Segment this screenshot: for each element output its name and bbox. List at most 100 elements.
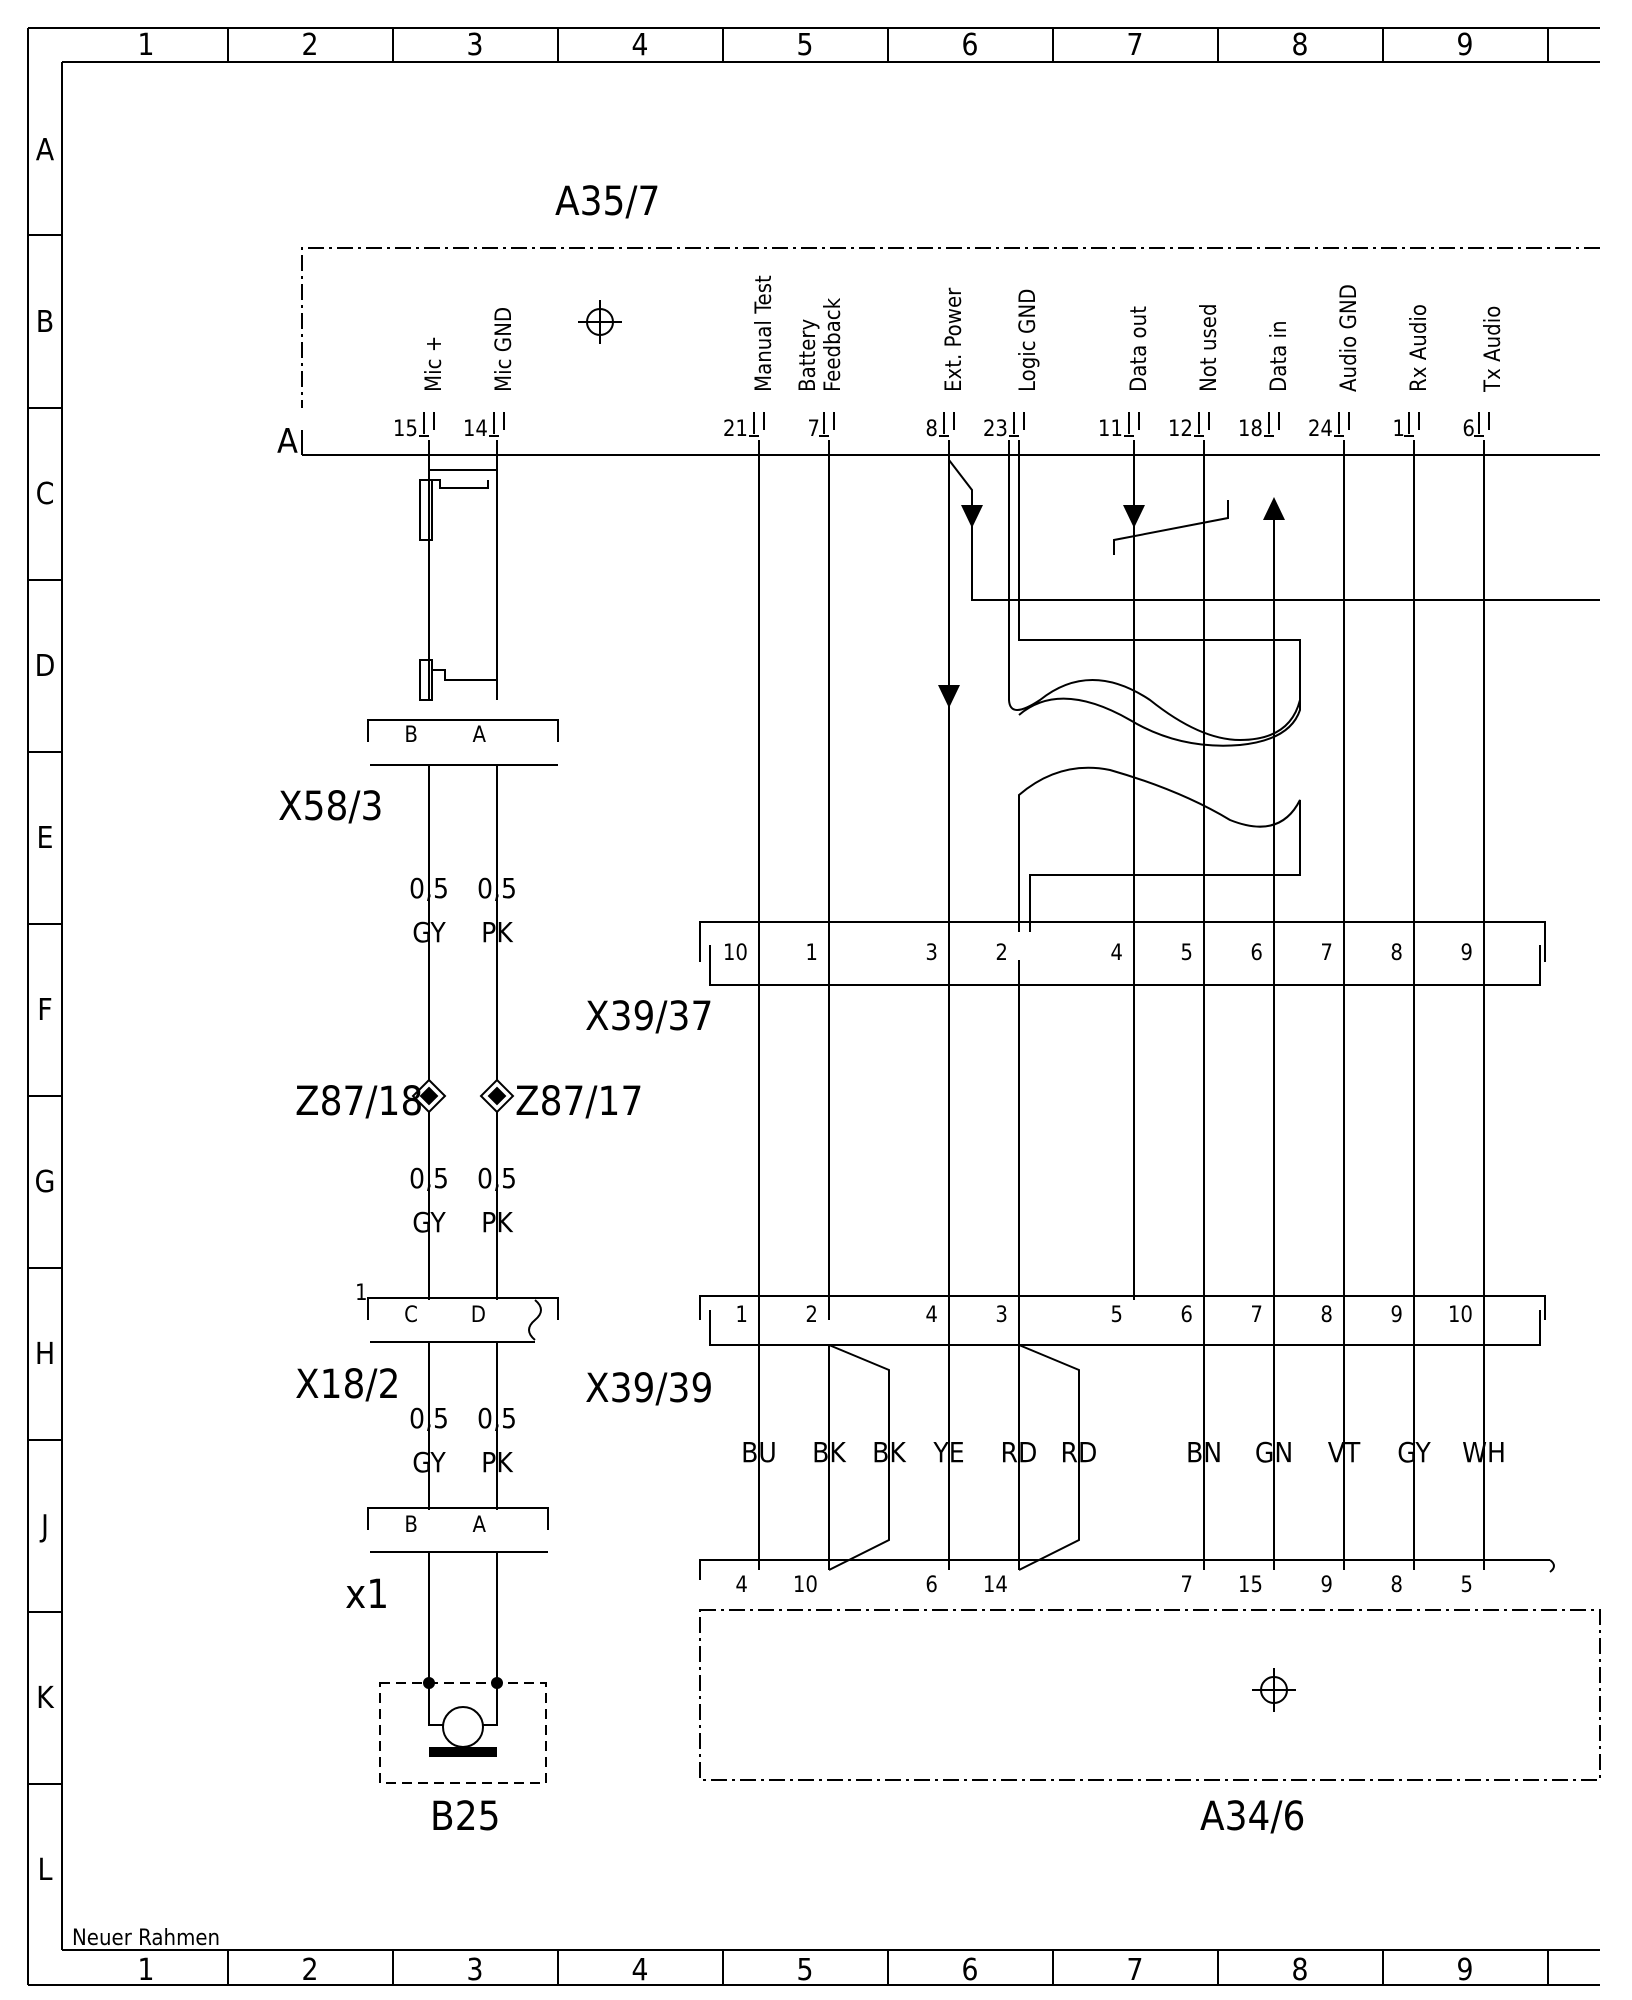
wire-size: 0,5: [477, 872, 517, 905]
pin-number: 1: [1392, 417, 1405, 442]
pin-number: 6: [1250, 941, 1263, 966]
a35-7-ground-icon: [578, 300, 622, 344]
wire-size: 0,5: [477, 1402, 517, 1435]
column-label: 2: [301, 1953, 318, 1988]
pin-number: 5: [1460, 1573, 1473, 1598]
component-x58-3-label: X58/3: [278, 784, 383, 830]
pin-number: 10: [1448, 1303, 1473, 1328]
column-label: 7: [1126, 28, 1143, 63]
column-label: 3: [466, 28, 483, 63]
footer-note: Neuer Rahmen: [72, 1926, 220, 1951]
a34-6-connector: [700, 1560, 1600, 1780]
wire-color: GN: [1255, 1436, 1293, 1469]
pin-number: 7: [807, 417, 820, 442]
a34-6-ground-icon: [1252, 1668, 1296, 1712]
pin-number: 7: [1180, 1573, 1193, 1598]
pin-number: 9: [1320, 1573, 1333, 1598]
pin-letter: C: [404, 1303, 418, 1328]
column-label: 1: [137, 1953, 154, 1988]
signal-label: Feedback: [821, 297, 846, 392]
signal-label: Logic GND: [1016, 289, 1041, 392]
wire-color: GY: [412, 1206, 446, 1239]
pin-number: 4: [925, 1303, 938, 1328]
wire-color: BK: [872, 1436, 907, 1469]
bus-wires: [759, 440, 1600, 1570]
mic-wires: [368, 440, 558, 1683]
x39-39-connector: [700, 1296, 1545, 1570]
a35-7-connector-letter: A: [277, 422, 298, 462]
a34-6-pin-numbers: 4 10 6 14 7 15 9 8 5: [735, 1573, 1473, 1598]
pin-number: 5: [1110, 1303, 1123, 1328]
row-label: K: [36, 1681, 55, 1716]
component-a34-6-label: A34/6: [1200, 1794, 1305, 1840]
column-label: 1: [137, 28, 154, 63]
signal-label: Battery: [796, 318, 821, 392]
pin-number: 9: [1390, 1303, 1403, 1328]
column-label: 3: [466, 1953, 483, 1988]
pin-number: 5: [1180, 941, 1193, 966]
sheet-frame: [28, 28, 1600, 1985]
column-label: 4: [631, 28, 648, 63]
wire-color: GY: [412, 916, 446, 949]
wire-color: BK: [812, 1436, 847, 1469]
row-label: B: [36, 305, 55, 340]
pin-number: 2: [805, 1303, 818, 1328]
pin-letter: D: [471, 1303, 486, 1328]
pin-letter: B: [404, 1513, 418, 1538]
column-labels-bottom: 1 2 3 4 5 6 7 8 9: [137, 1953, 1473, 1988]
pin-number: 6: [1180, 1303, 1193, 1328]
wire-color: VT: [1328, 1436, 1361, 1469]
pin-number: 23: [983, 417, 1008, 442]
column-labels-top: 1 2 3 4 5 6 7 8 9: [137, 28, 1473, 63]
a35-7-signal-names: Mic + Mic GND Manual Test Battery Feedba…: [422, 275, 1506, 393]
row-labels: A B C D E F G H J K L: [35, 133, 56, 1888]
mic-connector-pins: B A C D B A: [404, 723, 486, 1538]
column-label: 8: [1291, 28, 1308, 63]
wire-color: PK: [481, 1446, 514, 1479]
pin-number: 11: [1098, 417, 1123, 442]
signal-label: Tx Audio: [1481, 306, 1506, 393]
pin-number: 14: [983, 1573, 1008, 1598]
component-b25-label: B25: [430, 1794, 500, 1840]
row-label: H: [35, 1337, 55, 1372]
signal-label: Not used: [1197, 303, 1222, 392]
pin-letter: A: [472, 723, 486, 748]
component-x18-2-label: X18/2: [295, 1362, 400, 1408]
wire-color: PK: [481, 1206, 514, 1239]
pin-number: 9: [1460, 941, 1473, 966]
wire-color: WH: [1462, 1436, 1506, 1469]
pin-number: 12: [1168, 417, 1193, 442]
row-label: E: [36, 821, 53, 856]
pin-number: 8: [925, 417, 938, 442]
wire-color: GY: [412, 1446, 446, 1479]
row-label: A: [36, 133, 55, 168]
pin-letter: B: [404, 723, 418, 748]
wire-color: YE: [932, 1436, 964, 1469]
pin-number: 8: [1320, 1303, 1333, 1328]
wire-color: RD: [1001, 1436, 1038, 1469]
column-label: 5: [796, 28, 813, 63]
component-a35-7-label: A35/7: [555, 179, 660, 225]
column-label: 6: [961, 28, 978, 63]
pin-number: 1: [805, 941, 818, 966]
signal-label: Audio GND: [1337, 284, 1362, 392]
column-label: 6: [961, 1953, 978, 1988]
signal-label: Rx Audio: [1407, 304, 1432, 392]
wire-size: 0,5: [409, 872, 449, 905]
column-label: 7: [1126, 1953, 1143, 1988]
wire-color: RD: [1061, 1436, 1098, 1469]
pin-letter: A: [472, 1513, 486, 1538]
pin-number: 4: [735, 1573, 748, 1598]
signal-label: Mic GND: [492, 307, 517, 392]
pin-number: 14: [463, 417, 488, 442]
pin-number: 18: [1238, 417, 1263, 442]
pin-number: 7: [1320, 941, 1333, 966]
row-label: C: [36, 477, 55, 512]
pin-number: 7: [1250, 1303, 1263, 1328]
wire-color: BU: [741, 1436, 777, 1469]
column-label: 5: [796, 1953, 813, 1988]
pin-number: 10: [723, 941, 748, 966]
pin-number: 24: [1308, 417, 1333, 442]
pin-number: 6: [925, 1573, 938, 1598]
